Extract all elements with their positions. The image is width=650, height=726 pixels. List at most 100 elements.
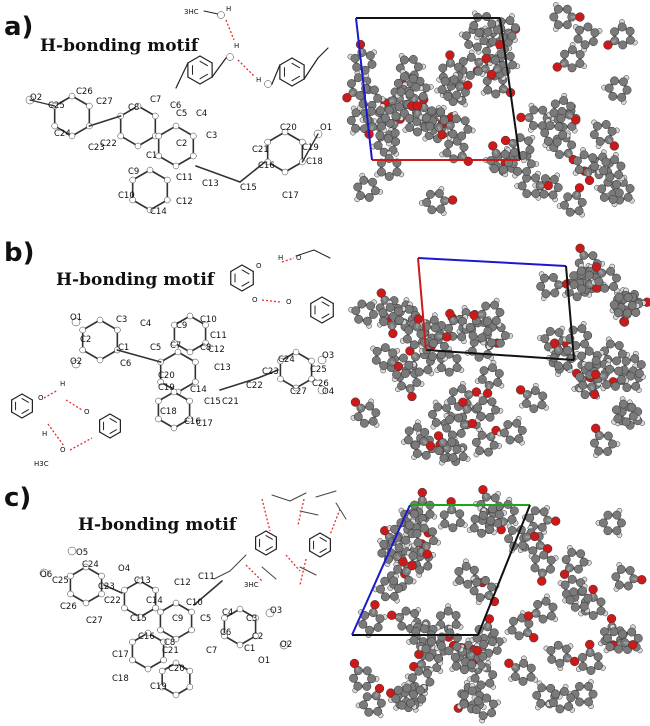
carbon-atom xyxy=(481,301,491,311)
carbon-atom xyxy=(457,384,467,394)
carbon-atom xyxy=(397,381,407,391)
carbon-atom xyxy=(144,665,152,673)
oxygen-atom xyxy=(481,53,491,64)
carbon-atom xyxy=(531,173,541,183)
carbon-atom xyxy=(144,629,152,637)
carbon-atom xyxy=(485,412,495,422)
carbon-atom xyxy=(583,331,593,340)
carbon-atom xyxy=(377,121,386,131)
carbon-atom xyxy=(146,206,154,214)
carbon-atom xyxy=(540,273,549,283)
atom-label: O2 xyxy=(30,93,42,103)
carbon-atom xyxy=(391,137,401,147)
carbon-atom xyxy=(590,28,600,38)
bond xyxy=(175,155,195,167)
carbon-atom xyxy=(425,509,435,519)
carbon-atom xyxy=(546,555,556,565)
carbon-atom xyxy=(625,184,635,193)
hbond-line xyxy=(285,554,301,572)
panel-b-label: b) xyxy=(4,238,35,268)
carbon-atom xyxy=(603,447,613,456)
carbon-atom xyxy=(456,428,466,438)
carbon-atom xyxy=(536,698,546,708)
oxygen-atom xyxy=(463,80,473,90)
carbon-atom xyxy=(588,153,598,163)
atom-label: C3 xyxy=(116,315,127,325)
carbon-atom xyxy=(512,418,522,428)
hbond-line xyxy=(69,437,93,451)
oxygen-atom xyxy=(370,600,380,610)
carbon-atom xyxy=(549,698,558,708)
oxygen-atom xyxy=(529,633,539,643)
bond xyxy=(99,431,111,439)
carbon-atom xyxy=(202,339,209,347)
carbon-atom xyxy=(578,380,588,390)
oxygen-atom xyxy=(71,317,81,327)
carbon-atom xyxy=(610,27,619,37)
carbon-atom xyxy=(394,584,403,593)
carbon-atom xyxy=(430,323,440,333)
carbon-atom xyxy=(599,166,609,176)
carbon-atom xyxy=(409,509,419,519)
oxygen-atom xyxy=(376,288,386,298)
carbon-atom xyxy=(488,363,497,373)
carbon-atom xyxy=(598,518,608,528)
carbon-atom xyxy=(490,300,500,310)
carbon-atom xyxy=(526,159,536,169)
carbon-atom xyxy=(513,166,523,176)
oxygen-atom xyxy=(425,441,436,451)
carbon-atom xyxy=(412,449,422,458)
carbon-atom xyxy=(366,106,376,116)
bond xyxy=(317,47,329,59)
carbon-atom xyxy=(574,165,584,175)
carbon-atom xyxy=(466,52,476,62)
bond xyxy=(119,135,139,147)
bond xyxy=(295,249,315,257)
bond xyxy=(116,349,162,363)
carbon-atom xyxy=(418,92,428,101)
atom-label: C24 xyxy=(54,129,71,139)
carbon-atom xyxy=(404,575,414,585)
atom-label: C27 xyxy=(96,97,113,107)
carbon-atom xyxy=(478,711,488,721)
carbon-atom xyxy=(172,691,180,699)
oxygen-atom xyxy=(39,568,49,578)
bond xyxy=(195,165,241,183)
carbon-atom xyxy=(473,696,483,706)
atom-label: H xyxy=(278,254,283,262)
carbon-atom xyxy=(358,619,368,629)
carbon-atom xyxy=(601,157,611,167)
carbon-atom xyxy=(553,361,563,371)
oxygen-atom xyxy=(569,656,580,667)
carbon-atom xyxy=(572,292,582,302)
bond xyxy=(230,264,243,273)
carbon-atom xyxy=(384,172,394,181)
carbon-atom xyxy=(427,205,437,215)
carbon-atom xyxy=(421,644,431,654)
carbon-atom xyxy=(580,339,590,349)
atom-label: C24 xyxy=(278,355,295,365)
carbon-atom xyxy=(487,637,497,647)
atom-label: C14 xyxy=(190,385,207,395)
carbon-atom xyxy=(611,405,621,415)
carbon-atom xyxy=(351,108,361,118)
carbon-atom xyxy=(465,322,475,332)
atom-label: C22 xyxy=(246,381,263,391)
carbon-atom xyxy=(548,602,558,612)
atom-label: C1 xyxy=(146,151,157,161)
carbon-atom xyxy=(575,59,585,68)
oxygen-atom xyxy=(487,69,497,80)
bond xyxy=(319,550,331,558)
oxygen-atom xyxy=(471,387,481,397)
oxygen-atom xyxy=(483,388,493,398)
carbon-atom xyxy=(473,403,483,413)
carbon-atom xyxy=(584,346,594,356)
carbon-atom xyxy=(455,509,465,519)
carbon-atom xyxy=(562,20,572,30)
carbon-atom xyxy=(408,673,417,683)
carbon-atom xyxy=(252,614,259,622)
atom-label: C12 xyxy=(174,578,191,588)
carbon-atom xyxy=(405,89,415,99)
hbond-line xyxy=(261,498,271,532)
carbon-atom xyxy=(158,667,166,675)
